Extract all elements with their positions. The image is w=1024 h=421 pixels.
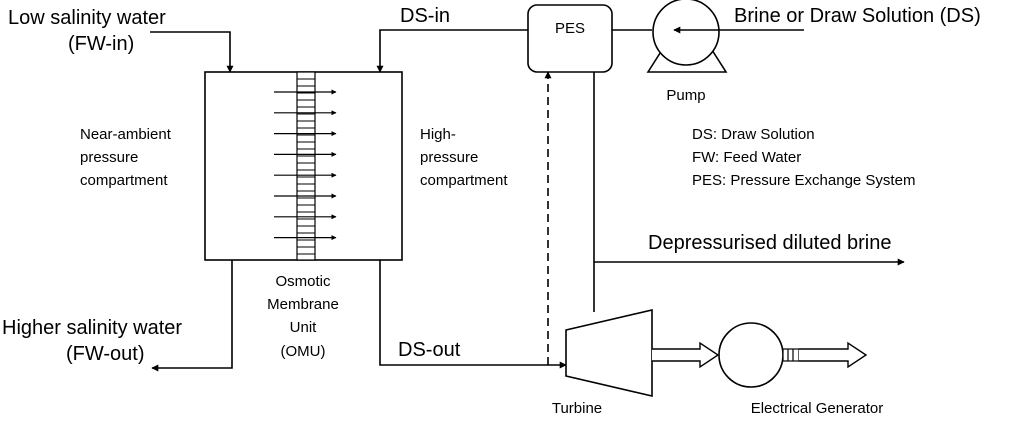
depressurised-label: Depressurised diluted brine — [648, 232, 891, 254]
omu-label: Membrane — [267, 296, 339, 313]
ds-out-line — [379, 260, 567, 369]
osmotic-membrane — [296, 71, 316, 261]
fw-out-label: (FW-out) — [66, 343, 145, 365]
high-pressure-label: compartment — [420, 172, 508, 189]
fw-out-line — [151, 260, 233, 372]
ds-in-label: DS-in — [400, 5, 450, 27]
generator-icon — [718, 322, 784, 388]
high-pressure-label: pressure — [420, 149, 478, 166]
legend-pes: PES: Pressure Exchange System — [692, 172, 915, 189]
pes-label: PES — [555, 20, 585, 37]
fw-in-line — [150, 31, 234, 73]
permeate-flow-arrows — [274, 89, 337, 241]
power-output-arrow — [799, 341, 868, 369]
pump-icon — [646, 0, 728, 73]
ds-in-line — [376, 29, 528, 73]
generator-shaft — [782, 348, 800, 362]
fw-in-label: (FW-in) — [68, 33, 134, 55]
near-ambient-label: compartment — [80, 172, 168, 189]
pump-label: Pump — [666, 87, 705, 104]
brine-ds-label: Brine or Draw Solution (DS) — [734, 5, 981, 27]
generator-label: Electrical Generator — [751, 400, 884, 417]
high-pressure-label: High- — [420, 126, 456, 143]
omu-label: Unit — [290, 319, 318, 336]
legend-fw: FW: Feed Water — [692, 149, 801, 166]
near-ambient-label: Near-ambient — [80, 126, 172, 143]
near-ambient-label: pressure — [80, 149, 138, 166]
shaft-arrow — [652, 341, 720, 369]
higher-salinity-label: Higher salinity water — [2, 317, 182, 339]
ds-out-label: DS-out — [398, 339, 461, 361]
legend-ds: DS: Draw Solution — [692, 126, 815, 143]
pes-box — [527, 4, 613, 73]
turbine-label: Turbine — [552, 400, 602, 417]
turbine-icon — [565, 308, 653, 398]
omu-label: (OMU) — [281, 343, 326, 360]
omu-label: Osmotic — [275, 273, 331, 290]
low-salinity-label: Low salinity water — [8, 7, 166, 29]
